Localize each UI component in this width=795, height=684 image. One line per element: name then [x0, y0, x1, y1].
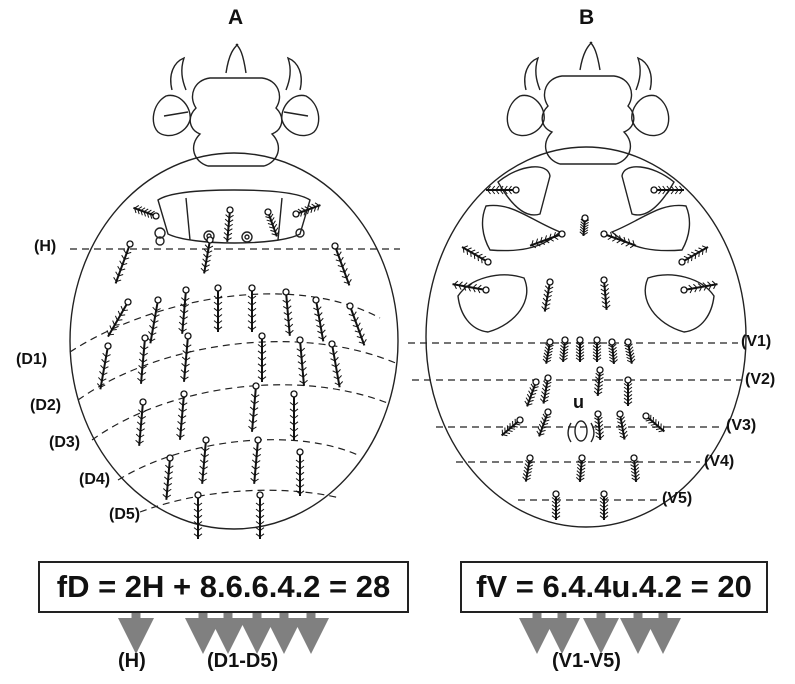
seta-dorsal-3: [133, 205, 159, 219]
seta-dorsal-31: [256, 492, 264, 539]
seta-ventral-19: [594, 367, 604, 396]
seta-ventral-2: [651, 186, 684, 194]
seta-dorsal-30: [194, 492, 202, 539]
seta-ventral-28: [576, 455, 585, 482]
formula-ventral: fV = 6.4.4u.4.2 = 20: [476, 569, 752, 605]
row-label-d3: (D3): [49, 434, 80, 452]
seta-dorsal-9: [147, 297, 161, 343]
seta-dorsal-2: [265, 209, 279, 236]
seta-dorsal-14: [313, 297, 326, 341]
seta-dorsal-21: [329, 341, 343, 387]
seta-dorsal-20: [297, 337, 308, 386]
seta-dorsal-18: [180, 333, 191, 382]
seta-ventral-13: [559, 337, 568, 362]
seta-ventral-11: [600, 277, 610, 310]
seta-ventral-30: [552, 491, 560, 520]
seta-dorsal-11: [214, 285, 222, 332]
dorsal-setae: [97, 203, 366, 539]
row-label-v1: (V1): [741, 333, 771, 351]
seta-dorsal-26: [163, 455, 174, 500]
row-lines-ventral: [408, 343, 742, 500]
formula-box-ventral: fV = 6.4.4u.4.2 = 20: [460, 561, 768, 613]
mite-body-dorsal: [70, 44, 398, 529]
seta-ventral-14: [576, 337, 584, 362]
seta-dorsal-22: [136, 399, 147, 446]
row-label-v2: (V2): [745, 371, 775, 389]
seta-dorsal-24: [248, 383, 259, 432]
panel-a-letter: A: [228, 6, 243, 30]
seta-ventral-31: [600, 491, 608, 520]
uropore-label: u: [573, 392, 584, 413]
seta-ventral-3: [530, 231, 565, 248]
row-label-h: (H): [34, 238, 56, 256]
seta-ventral-20: [624, 377, 632, 406]
bottom-label-h: (H): [118, 650, 146, 673]
seta-ventral-29: [630, 455, 639, 482]
seta-dorsal-6: [114, 241, 133, 283]
seta-ventral-10: [542, 279, 554, 312]
row-label-v4: (V4): [704, 453, 734, 471]
row-label-v3: (V3): [726, 417, 756, 435]
bottom-label-v1-v5: (V1-V5): [552, 650, 621, 673]
seta-dorsal-10: [179, 287, 190, 334]
row-label-d4: (D4): [79, 471, 110, 489]
seta-dorsal-8: [107, 299, 131, 337]
seta-dorsal-29: [296, 449, 304, 496]
row-label-v5: (V5): [662, 490, 692, 508]
mite-body-ventral: [426, 42, 746, 527]
seta-ventral-17: [624, 339, 635, 364]
panel-b-letter: B: [579, 6, 594, 30]
seta-dorsal-25: [290, 391, 298, 440]
seta-dorsal-13: [283, 289, 294, 336]
seta-ventral-25: [502, 417, 523, 436]
row-label-d1: (D1): [16, 351, 47, 369]
seta-ventral-1: [486, 186, 519, 194]
seta-dorsal-1: [224, 207, 234, 242]
seta-ventral-4: [601, 231, 636, 248]
formula-box-dorsal: fD = 2H + 8.6.6.4.2 = 28: [38, 561, 409, 613]
row-label-d2: (D2): [30, 397, 61, 415]
seta-ventral-24: [617, 411, 628, 440]
seta-ventral-5: [580, 215, 589, 236]
seta-ventral-15: [593, 337, 601, 362]
seta-dorsal-28: [251, 437, 262, 484]
seta-ventral-8: [453, 281, 489, 293]
seta-ventral-6: [462, 246, 491, 265]
seta-dorsal-12: [248, 285, 256, 332]
seta-dorsal-15: [347, 303, 366, 345]
seta-ventral-22: [537, 409, 551, 436]
seta-dorsal-17: [137, 335, 148, 384]
row-label-d5: (D5): [109, 506, 140, 524]
seta-ventral-21: [525, 379, 539, 406]
ventral-setae: [453, 186, 718, 520]
seta-dorsal-19: [258, 333, 266, 382]
seta-dorsal-4: [293, 203, 320, 217]
seta-ventral-18: [540, 375, 551, 404]
arrows: [136, 612, 663, 636]
seta-dorsal-16: [97, 343, 111, 389]
bottom-label-d1-d5: (D1-D5): [207, 650, 278, 673]
seta-ventral-23: [594, 411, 604, 440]
formula-dorsal: fD = 2H + 8.6.6.4.2 = 28: [57, 569, 390, 605]
seta-ventral-27: [523, 455, 534, 482]
seta-dorsal-27: [199, 437, 210, 484]
seta-ventral-26: [643, 413, 664, 432]
